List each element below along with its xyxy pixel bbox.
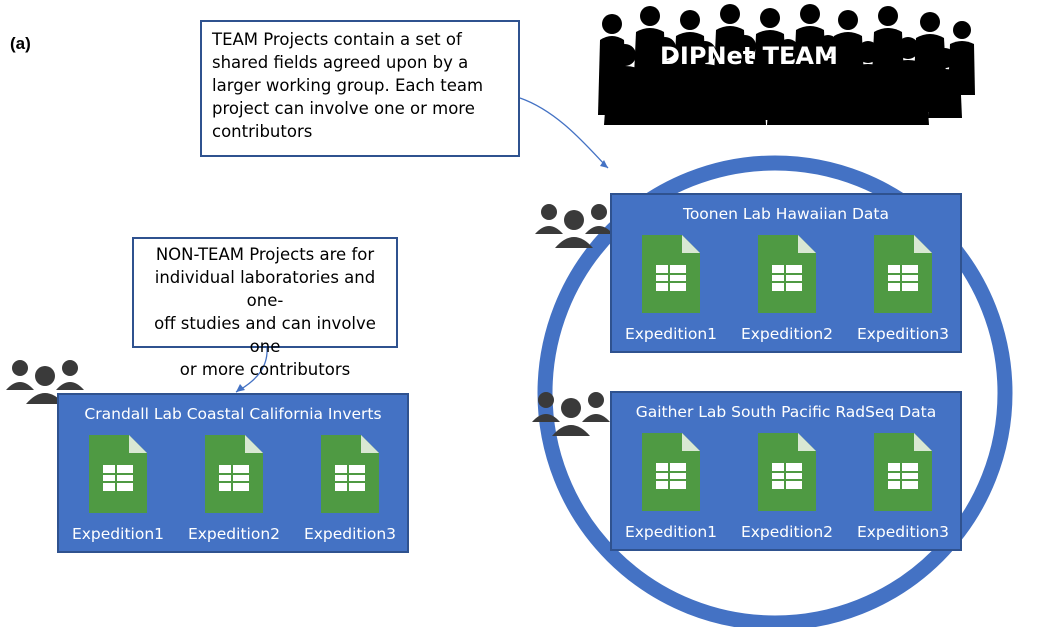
nonteam-callout-line: NON-TEAM Projects are for: [155, 245, 375, 264]
spreadsheet-file-icon: [758, 235, 816, 313]
people-group-icon: [6, 360, 84, 404]
spreadsheet-file-icon: [758, 433, 816, 511]
spreadsheet-file-icon: [205, 435, 263, 513]
team-callout-line: shared fields agreed upon by a: [212, 53, 469, 72]
team-callout-line: project can involve one or more: [212, 99, 475, 118]
team-callout-line: TEAM Projects contain a set of: [212, 30, 462, 49]
expedition-label: Expedition3: [856, 523, 950, 541]
expedition-label: Expedition1: [71, 525, 165, 543]
nonteam-callout-line: or more contributors: [179, 360, 351, 379]
spreadsheet-file-icon: [642, 433, 700, 511]
team-callout-line: larger working group. Each team: [212, 76, 484, 95]
project-title: Crandall Lab Coastal California Inverts: [84, 405, 382, 423]
nonteam-callout-line: individual laboratories and one-: [154, 268, 376, 310]
spreadsheet-file-icon: [321, 435, 379, 513]
nonteam-callout-line: off studies and can involve one: [154, 314, 376, 356]
team-projects-callout: TEAM Projects contain a set of shared fi…: [200, 20, 520, 157]
expedition-label: Expedition3: [303, 525, 397, 543]
team-connector: [519, 97, 609, 169]
project-gaither: Gaither Lab South Pacific RadSeq Data Ex…: [610, 391, 962, 551]
expedition-label: Expedition2: [740, 325, 834, 343]
nonteam-projects-callout: NON-TEAM Projects are for individual lab…: [132, 237, 398, 379]
panel-label: (a): [10, 34, 31, 53]
team-callout-line: contributors: [212, 122, 313, 141]
spreadsheet-file-icon: [642, 235, 700, 313]
project-title: Toonen Lab Hawaiian Data: [682, 205, 889, 223]
spreadsheet-file-icon: [874, 235, 932, 313]
expedition-label: Expedition1: [624, 325, 718, 343]
team-connector-arrowhead: [600, 160, 608, 168]
expedition-label: Expedition2: [740, 523, 834, 541]
team-label: DIPNet TEAM: [660, 42, 838, 70]
expedition-label: Expedition3: [856, 325, 950, 343]
project-toonen: Toonen Lab Hawaiian Data Expedition1 Exp…: [610, 193, 962, 353]
people-group-icon: [532, 392, 610, 436]
spreadsheet-file-icon: [874, 433, 932, 511]
project-crandall: Crandall Lab Coastal California Inverts …: [57, 393, 409, 553]
expedition-label: Expedition1: [624, 523, 718, 541]
expedition-label: Expedition2: [187, 525, 281, 543]
crowd-silhouette-icon: [598, 4, 975, 125]
people-group-icon: [535, 204, 613, 248]
spreadsheet-file-icon: [89, 435, 147, 513]
project-title: Gaither Lab South Pacific RadSeq Data: [635, 403, 937, 421]
nonteam-connector-arrowhead: [236, 384, 245, 392]
